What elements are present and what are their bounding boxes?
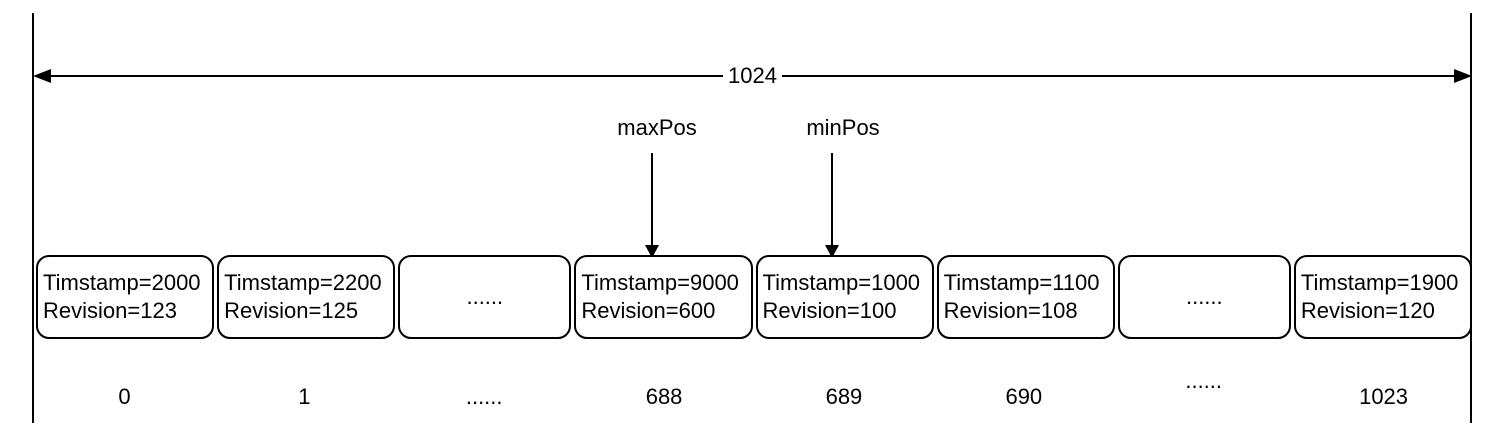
slot-ellipsis: ......: [1185, 284, 1223, 309]
slot-timestamp: Timstamp=2000: [43, 270, 201, 295]
slot-index-1023: 1023: [1359, 384, 1409, 409]
minpos-arrow-line: [831, 153, 833, 246]
slot-revision: Revision=100: [762, 298, 897, 323]
capacity-span-arrow: 1024: [33, 63, 1473, 88]
slot-timestamp: Timstamp=1000: [762, 270, 921, 295]
slot-revision: Revision=125: [224, 298, 359, 323]
slot-revision: Revision=600: [581, 298, 716, 323]
slot-ellipsis: ......: [466, 284, 504, 309]
buffer-slot-690: Timstamp=1100 Revision=108: [936, 255, 1115, 339]
slot-revision: Revision=108: [943, 298, 1078, 323]
slot-index-690: 690: [1005, 384, 1043, 409]
slot-index-688: 688: [645, 384, 683, 409]
slot-timestamp: Timstamp=2200: [224, 270, 382, 295]
slot-index-1: 1: [298, 384, 311, 409]
arrowhead-left-icon: [33, 69, 51, 83]
minpos-label: minPos: [806, 115, 880, 140]
slot-timestamp: Timstamp=9000: [581, 270, 739, 295]
slot-revision: Revision=120: [1300, 298, 1435, 323]
maxpos-arrow-line: [651, 153, 653, 246]
span-line-left: [51, 75, 724, 77]
slot-index-ellipsis-b: ......: [1185, 368, 1223, 393]
buffer-slot-1023: Timstamp=1900 Revision=120: [1293, 255, 1472, 339]
buffer-slot-1: Timstamp=2200 Revision=125: [217, 255, 396, 339]
buffer-slot-ellipsis-a: ......: [398, 255, 572, 339]
right-boundary-line: [1470, 13, 1472, 423]
slot-timestamp: Timstamp=1900: [1300, 270, 1459, 295]
maxpos-arrowhead-icon: [645, 245, 659, 258]
buffer-slot-689: Timstamp=1000 Revision=100: [755, 255, 934, 339]
slot-index-row: 0 1 ...... 688 689 690 ...... 1023: [36, 368, 1472, 410]
slot-index-689: 689: [825, 384, 863, 409]
slot-index-0: 0: [118, 384, 131, 409]
minpos-arrowhead-icon: [825, 245, 839, 258]
buffer-slot-688: Timstamp=9000 Revision=600: [574, 255, 753, 339]
buffer-slot-ellipsis-b: ......: [1117, 255, 1291, 339]
slot-revision: Revision=123: [43, 298, 177, 323]
slot-timestamp: Timstamp=1100: [943, 270, 1100, 295]
arrowhead-right-icon: [1454, 69, 1473, 83]
slot-index-ellipsis-a: ......: [465, 384, 503, 409]
capacity-label: 1024: [728, 63, 777, 88]
buffer-slot-0: Timstamp=2000 Revision=123: [36, 255, 215, 339]
left-boundary-line: [32, 13, 34, 423]
buffer-slot-row: Timstamp=2000 Revision=123 Timstamp=2200…: [36, 255, 1472, 339]
span-line-right: [781, 75, 1455, 77]
maxpos-label: maxPos: [617, 115, 697, 140]
